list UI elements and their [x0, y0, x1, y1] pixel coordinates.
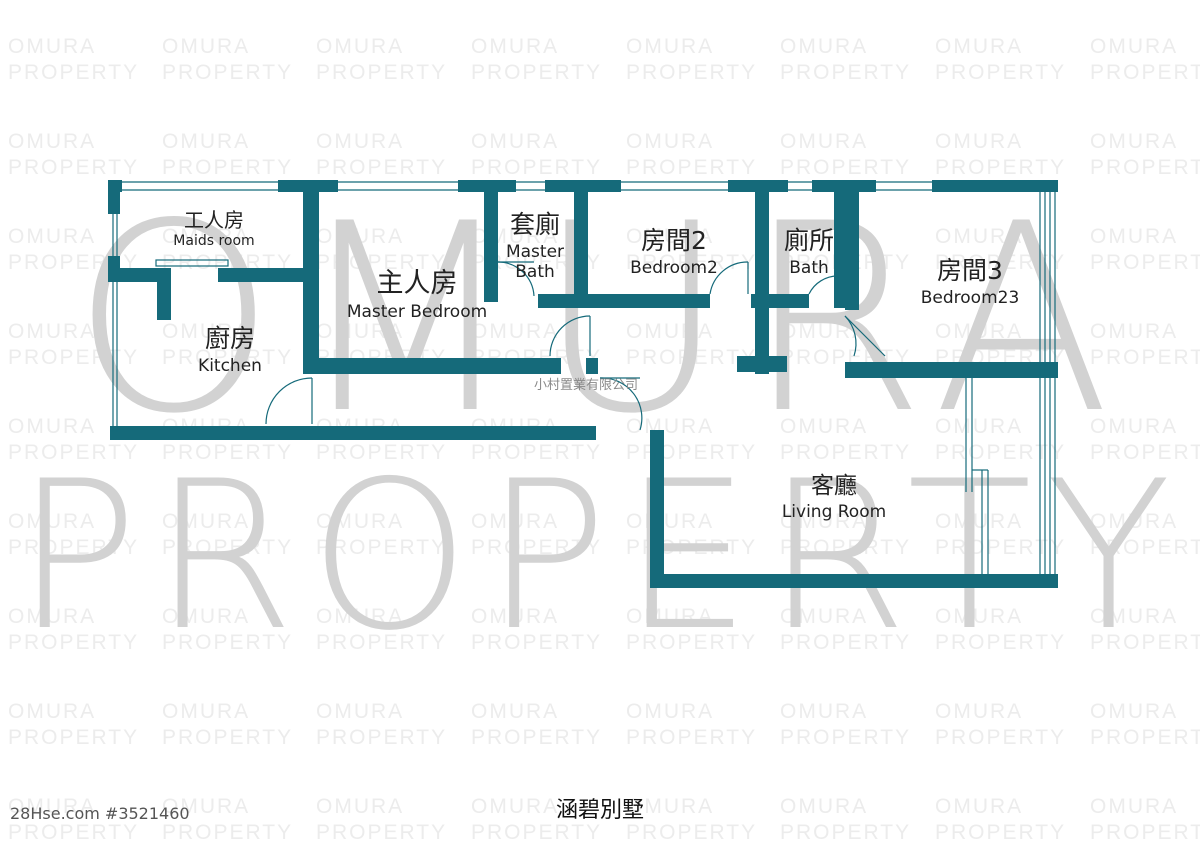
estate-name: 涵碧別墅 — [555, 798, 644, 823]
listing-id: 28Hse.com #3521460 — [10, 804, 190, 823]
floor-plan-windows — [112, 181, 1056, 576]
room-label-bedroom2: 房間2 Bedroom2 — [630, 226, 718, 278]
floor-plan-walls — [108, 180, 1058, 588]
company-watermark: 小村置業有限公司 — [534, 378, 639, 393]
watermark-large-bottom: PROPERTY — [14, 438, 1186, 676]
room-label-maids: 工人房 Maids room — [173, 208, 255, 249]
room-label-master-bedroom: 主人房 Master Bedroom — [346, 268, 488, 322]
floor-plan-doors — [265, 261, 886, 431]
room-label-bedroom3: 房間3 Bedroom23 — [920, 256, 1020, 308]
room-label-master-bath: 套廁 Master Bath — [505, 210, 565, 282]
room-label-kitchen: 廚房 Kitchen — [198, 324, 262, 376]
room-label-living: 客廳 Living Room — [781, 473, 887, 522]
room-label-bath: 廁所 Bath — [783, 226, 834, 278]
watermark-large-top: OMURA — [71, 169, 1129, 471]
